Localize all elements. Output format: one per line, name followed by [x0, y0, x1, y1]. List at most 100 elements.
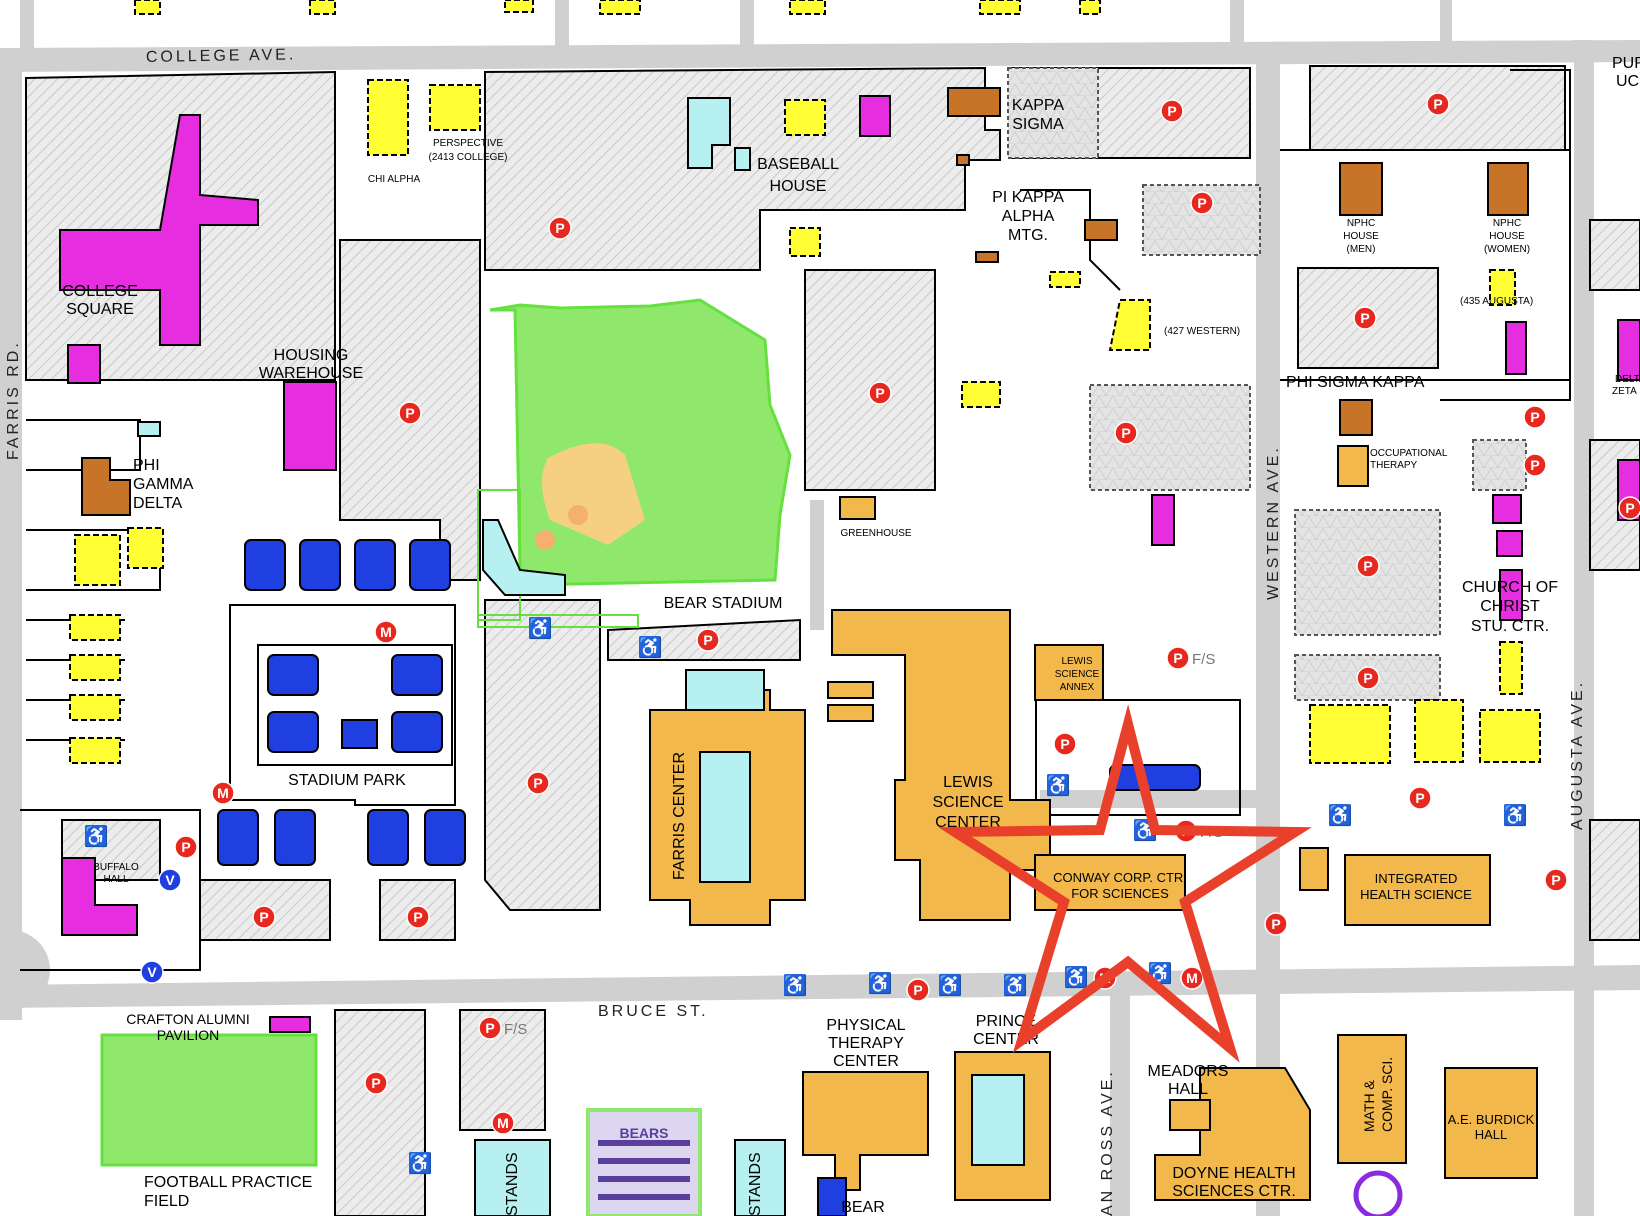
label-bear-stadium: BEAR STADIUM	[664, 595, 783, 612]
street-augusta-ave: AUGUSTA AVE.	[1569, 680, 1586, 830]
label-meadors-hall-1: MEADORS	[1148, 1063, 1229, 1080]
street-bruce-st: BRUCE ST.	[598, 1003, 709, 1020]
parking-marker[interactable]: P	[548, 216, 572, 240]
label-435-augusta: (435 AUGUSTA)	[1460, 296, 1533, 307]
visitor-marker[interactable]: V	[140, 960, 164, 984]
parking-marker[interactable]: P	[868, 381, 892, 405]
svg-text:M: M	[217, 785, 229, 801]
motorcycle-marker[interactable]: M	[374, 620, 398, 644]
label-math-comp-1: MATH &	[1361, 1079, 1377, 1132]
label-stands-left: STANDS	[504, 1152, 521, 1216]
label-physical-therapy-2: THERAPY	[828, 1035, 904, 1052]
label-crafton-1: CRAFTON ALUMNI	[126, 1011, 249, 1027]
misc-cyan	[137, 97, 751, 437]
parking-marker[interactable]: P	[406, 905, 430, 929]
parking-marker[interactable]: P	[1353, 306, 1377, 330]
label-stadium-park: STADIUM PARK	[288, 772, 406, 789]
svg-text:P: P	[259, 909, 268, 925]
accessible-parking-icon: ♿	[638, 635, 663, 659]
parking-marker[interactable]: P	[1053, 732, 1077, 756]
label-physical-therapy-1: PHYSICAL	[826, 1017, 905, 1034]
parking-marker[interactable]: P	[1618, 496, 1640, 520]
label-lewis-annex-1: LEWIS	[1061, 656, 1092, 667]
parking-marker[interactable]: P	[1190, 191, 1214, 215]
label-meadors-hall-2: HALL	[1168, 1081, 1208, 1098]
svg-text:P: P	[913, 982, 922, 998]
label-phi-sigma-kappa: PHI SIGMA KAPPA	[1286, 374, 1425, 391]
label-math-comp-2: COMP. SCI.	[1379, 1057, 1395, 1132]
label-nphc-men-2: HOUSE	[1343, 231, 1379, 242]
label-physical-therapy-3: CENTER	[833, 1053, 899, 1070]
label-lewis-center-1: LEWIS	[943, 774, 993, 791]
label-crafton-2: PAVILION	[157, 1027, 220, 1043]
parking-marker[interactable]: P	[1523, 405, 1547, 429]
parking-marker[interactable]: P	[1356, 666, 1380, 690]
parking-marker[interactable]: P	[398, 401, 422, 425]
visitor-marker[interactable]: V	[158, 868, 182, 892]
svg-text:P: P	[533, 775, 542, 791]
parking-marker[interactable]: P	[1114, 421, 1138, 445]
accessible-parking-icon: ♿	[783, 973, 808, 997]
integrated-health-science	[1344, 854, 1491, 926]
parking-marker[interactable]: P	[1523, 453, 1547, 477]
accessible-parking-icon: ♿	[868, 971, 893, 995]
label-integrated-health-2: HEALTH SCIENCE	[1360, 887, 1472, 902]
college-square-building	[59, 114, 259, 346]
label-integrated-health-1: INTEGRATED	[1375, 871, 1458, 886]
label-conway-2: FOR SCIENCES	[1071, 886, 1169, 901]
parking-marker[interactable]: P	[1160, 99, 1184, 123]
svg-text:P: P	[875, 385, 884, 401]
svg-text:P: P	[405, 405, 414, 421]
motorcycle-marker[interactable]: M	[1180, 966, 1204, 990]
svg-text:F/S: F/S	[504, 1021, 527, 1038]
label-buffalo-hall-1: BUFFALO	[93, 862, 139, 873]
yellow-buildings	[69, 0, 1541, 764]
label-conway-1: CONWAY CORP. CTR.	[1053, 870, 1187, 885]
parking-marker[interactable]: P	[1408, 786, 1432, 810]
label-church-of-christ-3: STU. CTR.	[1471, 618, 1549, 635]
parking-marker[interactable]: P	[1426, 92, 1450, 116]
motorcycle-marker[interactable]: M	[491, 1111, 515, 1135]
label-427-western: (427 WESTERN)	[1164, 326, 1240, 337]
label-perspective-1: PERSPECTIVE	[433, 138, 503, 149]
label-nphc-women-3: (WOMEN)	[1484, 244, 1530, 255]
parking-marker[interactable]: P	[1356, 554, 1380, 578]
svg-text:P: P	[413, 909, 422, 925]
label-pi-kappa-alpha-2: ALPHA	[1002, 208, 1055, 225]
burdick-hall	[1444, 1067, 1538, 1179]
parking-marker[interactable]: P	[1264, 912, 1288, 936]
svg-text:P: P	[1121, 425, 1130, 441]
svg-text:P: P	[1530, 457, 1539, 473]
label-nphc-men-3: (MEN)	[1347, 244, 1376, 255]
label-baseball-house-1: BASEBALL	[757, 156, 839, 173]
svg-text:P: P	[1363, 558, 1372, 574]
football-practice-field	[100, 1033, 318, 1167]
street-western-ave: WESTERN AVE.	[1265, 445, 1282, 600]
parking-marker[interactable]: P	[174, 835, 198, 859]
accessible-parking-icon: ♿	[528, 616, 553, 640]
walkways	[20, 69, 1571, 971]
svg-text:M: M	[497, 1115, 509, 1131]
label-perspective-2: (2413 COLLEGE)	[429, 152, 508, 163]
label-church-of-christ-1: CHURCH OF	[1462, 579, 1558, 596]
parking-marker[interactable]: P	[906, 978, 930, 1002]
lewis-science-center	[831, 609, 1051, 921]
parking-marker[interactable]: P	[364, 1071, 388, 1095]
motorcycle-marker[interactable]: M	[211, 781, 235, 805]
doyne-health	[1154, 1067, 1311, 1201]
svg-text:V: V	[147, 964, 157, 980]
parking-marker[interactable]: P	[252, 905, 276, 929]
parking-marker[interactable]: P	[526, 771, 550, 795]
parking-marker[interactable]: P	[696, 628, 720, 652]
parking-fs-marker[interactable]: P	[1544, 868, 1568, 892]
label-bear-bottom: BEAR	[841, 1199, 885, 1216]
label-doyne-2: SCIENCES CTR.	[1172, 1183, 1296, 1200]
label-phi-gamma-delta-3: DELTA	[133, 495, 183, 512]
label-uc: UC	[1616, 73, 1639, 90]
svg-text:P: P	[703, 632, 712, 648]
svg-text:P: P	[1173, 650, 1182, 666]
svg-text:P: P	[181, 839, 190, 855]
